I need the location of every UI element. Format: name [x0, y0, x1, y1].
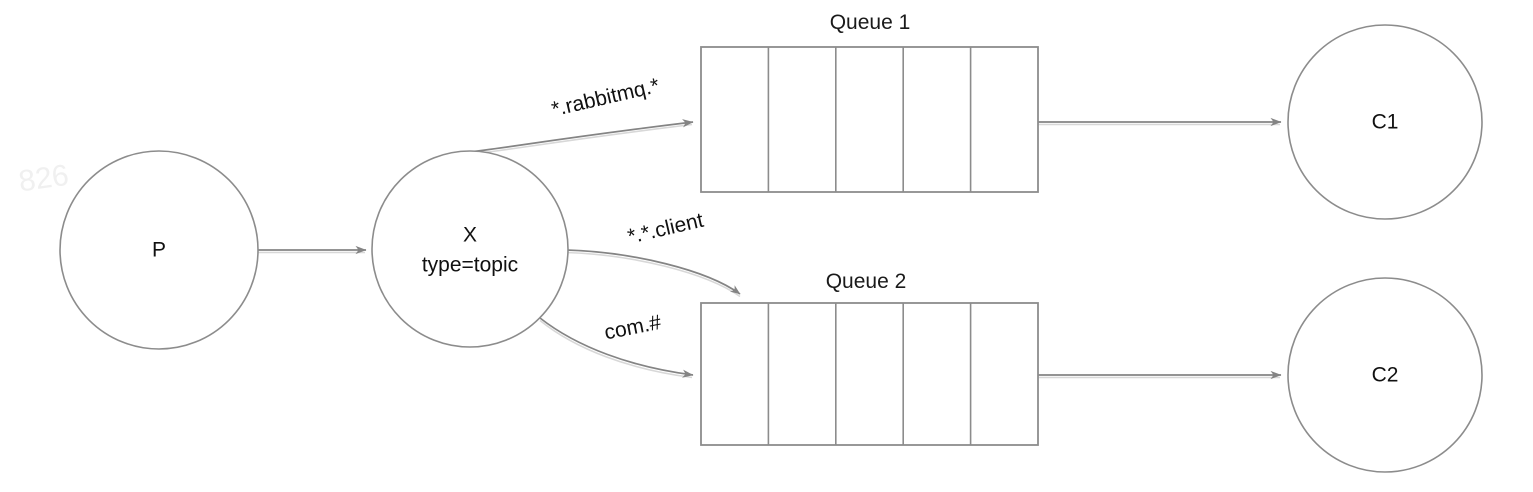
- edge-exchange-to-queue2-client: [565, 249, 741, 298]
- queue-1[interactable]: [700, 46, 1039, 193]
- edge-label-rabbitmq: *.rabbitmq.*: [549, 74, 661, 121]
- node-producer[interactable]: P: [59, 150, 259, 350]
- node-consumer-2[interactable]: C2: [1287, 277, 1483, 473]
- exchange-type-label: type=topic: [422, 254, 518, 277]
- producer-label: P: [152, 239, 166, 262]
- edge-queue1-to-consumer1: [1038, 117, 1282, 127]
- queue-1-title: Queue 1: [830, 11, 911, 34]
- edge-label-com: com.#: [602, 311, 663, 345]
- node-consumer-1[interactable]: C1: [1287, 24, 1483, 220]
- consumer-1-label: C1: [1372, 111, 1399, 134]
- edge-producer-to-exchange: [258, 245, 367, 255]
- queue-1-box[interactable]: [700, 46, 1039, 193]
- queue-2[interactable]: [700, 302, 1039, 446]
- producer-circle[interactable]: [59, 150, 259, 350]
- node-exchange[interactable]: X type=topic: [371, 150, 569, 348]
- exchange-label: X: [463, 224, 477, 247]
- edge-label-client: *.*.client: [625, 209, 705, 249]
- watermark-text: 826: [17, 159, 71, 199]
- edge-queue2-to-consumer2: [1038, 370, 1282, 380]
- consumer-2-label: C2: [1372, 364, 1399, 387]
- queue-2-title: Queue 2: [826, 270, 907, 293]
- consumer-2-circle[interactable]: [1287, 277, 1483, 473]
- consumer-1-circle[interactable]: [1287, 24, 1483, 220]
- queue-2-box[interactable]: [700, 302, 1039, 446]
- edge-exchange-to-queue2-com: [539, 317, 694, 379]
- exchange-circle[interactable]: [371, 150, 569, 348]
- edge-exchange-to-queue1: [467, 119, 694, 156]
